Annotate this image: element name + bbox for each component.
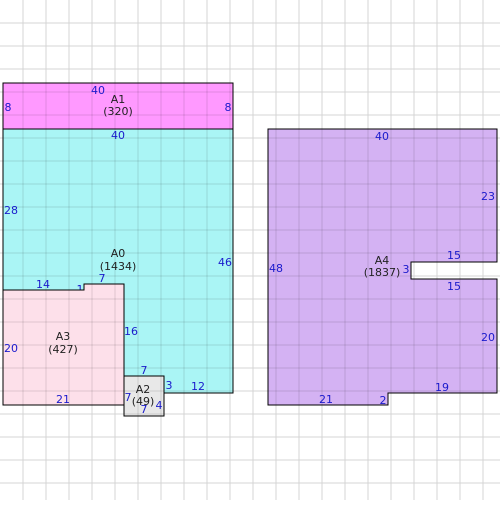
region-a3-area: (427): [48, 343, 78, 356]
region-a0-dimension: 7: [141, 364, 148, 377]
region-a4-dimension: 2: [380, 394, 387, 407]
region-a0-dimension: 28: [4, 204, 18, 217]
region-a3-shape: [2, 283, 125, 406]
region-a4-area: (1837): [364, 266, 401, 279]
region-a4-dimension: 21: [319, 393, 333, 406]
region-a4-dimension: 48: [269, 262, 283, 275]
region-a0-dimension: 12: [191, 380, 205, 393]
region-a0-dimension: 40: [111, 129, 125, 142]
region-a0-dimension: 14: [36, 278, 50, 291]
region-a4-dimension: 15: [447, 249, 461, 262]
region-a1-area: (320): [103, 105, 133, 118]
region-a1-name: A1: [111, 93, 126, 106]
region-a2-shape: [123, 375, 165, 417]
region-a4-dimension: 3: [403, 263, 410, 276]
region-a1-shape: [2, 82, 234, 130]
region-a4-dimension: 23: [481, 190, 495, 203]
region-a3-dimension: 21: [56, 393, 70, 406]
region-a0-name: A0: [111, 247, 126, 260]
region-a0-dimension: 7: [99, 272, 106, 285]
region-a0-area: (1434): [100, 260, 137, 273]
region-a4-dimension: 40: [375, 130, 389, 143]
region-a4-name: A4: [375, 254, 390, 267]
region-a2-dimension: 7: [125, 391, 132, 404]
region-a0-dimension: 46: [218, 256, 232, 269]
region-a4-dimension: 15: [447, 280, 461, 293]
region-a4-dimension: 19: [435, 381, 449, 394]
region-a3-dimension: 20: [4, 342, 18, 355]
region-a1-dimension: 8: [225, 101, 232, 114]
region-a2-dimension: 4: [156, 399, 163, 412]
region-a2-dimension: 7: [141, 403, 148, 416]
region-a3-name: A3: [56, 330, 71, 343]
region-a2-area: (49): [132, 395, 155, 408]
region-a1-dimension: 8: [5, 101, 12, 114]
region-a4-shape: [267, 128, 498, 406]
region-a0-dimension: 16: [124, 325, 138, 338]
region-a4-dimension: 20: [481, 331, 495, 344]
region-a0-dimension: 3: [166, 379, 173, 392]
region-a1-dimension: 40: [91, 84, 105, 97]
region-a2-name: A2: [136, 383, 151, 396]
